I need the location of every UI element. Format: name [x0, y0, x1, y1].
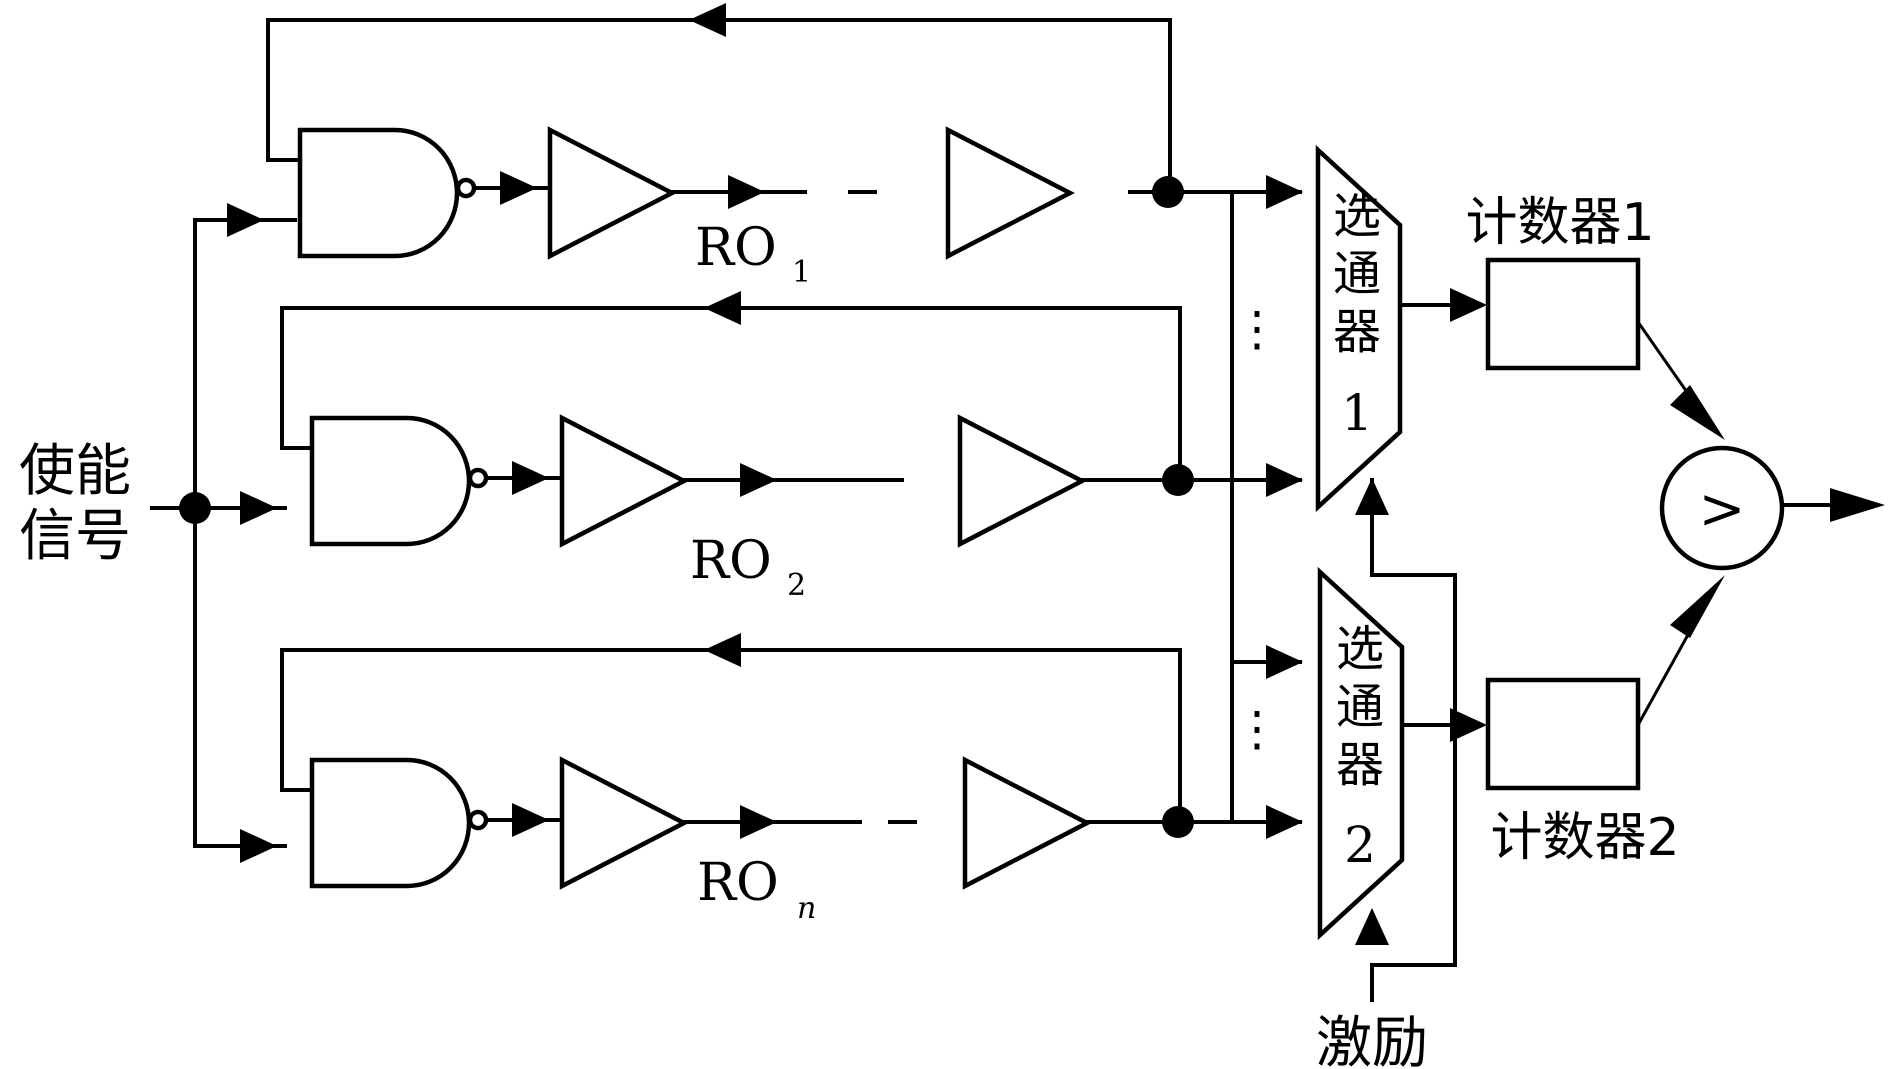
nand-gate-2: [309, 415, 472, 547]
multiplexer-1: 选 通 器 1: [1315, 144, 1487, 513]
ron-feedback-wire: [280, 648, 1182, 822]
arrow-head: [512, 803, 549, 837]
mux2-trapezoid: [1317, 566, 1405, 941]
comparator-symbol: >: [1699, 477, 1746, 542]
mux2-char-1: 选: [1336, 621, 1384, 677]
nand-bubble-2: [467, 467, 489, 489]
arrow-head: [1266, 645, 1303, 679]
mux1-char-4: 1: [1341, 384, 1373, 442]
arrow-head: [240, 829, 277, 863]
mux2-char-2: 通: [1336, 679, 1384, 735]
ron-junction-dot: [1162, 806, 1194, 838]
enable-signal-label: 使能 信号: [19, 439, 131, 569]
arrow-head: [1830, 488, 1885, 522]
ro2-junction-dot: [1162, 464, 1194, 496]
mux1-trapezoid: [1315, 144, 1403, 513]
arrow-head: [704, 633, 741, 667]
ro1-feedback-wire: [266, 18, 1172, 192]
arrow-head: [1450, 708, 1487, 742]
arrow-head: [1266, 175, 1303, 209]
buffer-2a: [559, 414, 689, 548]
buffer-nb: [962, 756, 1092, 890]
arrow-head: [1450, 288, 1487, 322]
ring-oscillator-n: RO n: [280, 633, 1303, 926]
arrow-head: [689, 3, 726, 37]
arrow-head: [1266, 805, 1303, 839]
nand-bubble-1: [455, 177, 477, 199]
nand-gate-1: [297, 127, 460, 259]
ro2-feedback-wire: [280, 306, 1182, 480]
counter2-box: [1485, 677, 1641, 791]
mux2-char-4: 2: [1344, 816, 1376, 874]
vdots-1: ⋮: [1233, 301, 1281, 357]
counter-1: 计数器1: [1465, 193, 1655, 371]
excitation-label: 激励: [1316, 1011, 1428, 1069]
mux1-char-1: 选: [1333, 188, 1381, 244]
counter2-label: 计数器2: [1490, 808, 1679, 868]
arrow-head: [500, 171, 537, 205]
nand-gate-n: [309, 757, 472, 889]
buffer-2b: [957, 414, 1087, 548]
excitation-wire: [1370, 478, 1457, 1002]
arrow-head: [1266, 463, 1303, 497]
arrow-head: [704, 291, 741, 325]
vdots-2: ⋮: [1233, 701, 1281, 757]
buffer-1a: [547, 126, 677, 260]
enable-bus: [150, 203, 297, 863]
ring-oscillator-1: RO 1: [266, 3, 1303, 290]
arrow-head: [227, 203, 264, 237]
comparator-circle: [1659, 445, 1785, 571]
arrow-head: [1670, 385, 1725, 440]
mux1-char-2: 通: [1333, 246, 1381, 302]
enable-label-line2: 信号: [19, 504, 131, 569]
ring-oscillator-2: RO 2: [280, 291, 1303, 603]
ro1-label: RO: [695, 218, 777, 278]
arrow-head: [512, 461, 549, 495]
buffer-1b: [945, 126, 1075, 260]
arrow-head: [728, 175, 765, 209]
buffer-na: [559, 756, 689, 890]
ron-label: RO: [697, 853, 779, 913]
arrow-head: [740, 805, 777, 839]
comparator: >: [1636, 321, 1885, 726]
enable-label-line1: 使能: [19, 439, 131, 504]
arrow-head: [240, 491, 277, 525]
arrow-head: [740, 463, 777, 497]
counter-2: 计数器2: [1485, 677, 1680, 868]
counter1-box: [1485, 257, 1641, 371]
mux1-char-3: 器: [1333, 304, 1381, 360]
arrow-head: [1355, 908, 1389, 945]
arrow-head: [1355, 478, 1389, 515]
ron-subscript: n: [797, 891, 816, 926]
nand-bubble-n: [467, 809, 489, 831]
mux2-char-3: 器: [1336, 737, 1384, 793]
mux2-input-bus: ⋮ ⋮: [1230, 190, 1303, 824]
multiplexer-2: 选 通 器 2: [1317, 566, 1487, 941]
ro2-label: RO: [690, 531, 772, 591]
ro1-junction-dot: [1152, 176, 1184, 208]
counter1-label: 计数器1: [1465, 193, 1654, 253]
arrow-head: [1670, 575, 1725, 638]
ro1-subscript: 1: [792, 255, 811, 290]
excitation-select: 激励: [1316, 478, 1457, 1069]
ro2-subscript: 2: [787, 568, 806, 603]
